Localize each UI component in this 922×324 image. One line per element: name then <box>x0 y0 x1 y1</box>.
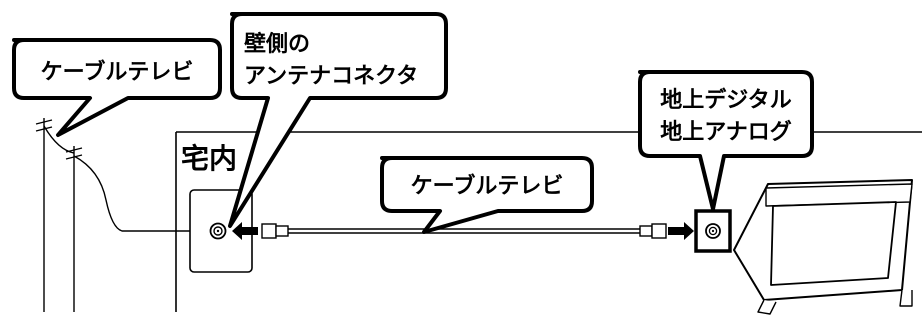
pole-left-arm2 <box>35 126 53 132</box>
callout-wall-line2: アンテナコネクタ <box>244 64 418 89</box>
callout-terrestrial-line2: 地上アナログ <box>660 119 792 145</box>
arrow-right-icon <box>668 222 694 240</box>
pole-left-arm1 <box>35 119 53 125</box>
callout-cable-tv-top-label: ケーブルテレビ <box>41 59 194 85</box>
tv-set <box>733 179 913 315</box>
callout-cable-tv-center: ケーブルテレビ <box>380 156 594 234</box>
wall-connector-pin <box>216 229 220 233</box>
tv-connector-pin <box>711 229 715 233</box>
callout-wall-connector-bubble <box>228 12 448 228</box>
callout-wall-connector: 壁側の アンテナコネクタ <box>228 12 448 228</box>
connect-arrows <box>232 222 694 240</box>
callout-cable-tv-center-bubble <box>380 156 594 234</box>
drop-cable <box>73 155 192 232</box>
right-plug-body <box>639 225 653 237</box>
callout-cable-tv-top: ケーブルテレビ <box>12 38 222 137</box>
tv-terminal <box>694 209 732 253</box>
right-plug-head <box>651 223 667 239</box>
pole-cable-span <box>43 125 75 154</box>
utility-poles <box>35 118 192 312</box>
coax-cable <box>261 223 667 239</box>
callout-terrestrial: 地上デジタル 地上アナログ <box>638 70 814 211</box>
callout-wall-line1: 壁側の <box>244 31 310 57</box>
left-plug-body <box>275 225 289 237</box>
callout-terrestrial-line1: 地上デジタル <box>660 87 792 113</box>
tv-foot-left <box>757 299 777 315</box>
callout-terrestrial-bubble <box>638 70 814 211</box>
home-label: 宅内 <box>181 142 237 175</box>
callout-cable-tv-center-label: ケーブルテレビ <box>411 173 564 199</box>
tv-foot-right <box>899 289 913 307</box>
tv-screen <box>770 201 897 286</box>
pole-right-arm2 <box>65 154 83 160</box>
left-plug-head <box>261 223 277 239</box>
callout-cable-tv-top-bubble <box>12 38 222 137</box>
tv-top-edge <box>765 183 913 207</box>
arrow-left-icon <box>232 222 258 240</box>
